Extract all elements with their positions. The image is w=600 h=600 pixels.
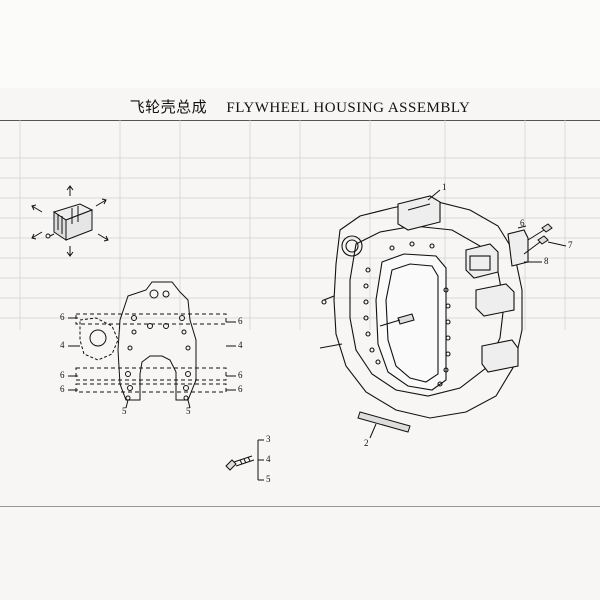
flywheel-housing xyxy=(319,195,529,419)
title-english: FLYWHEEL HOUSING ASSEMBLY xyxy=(226,100,471,116)
callout-bolt-4: 4 xyxy=(266,454,271,464)
page-title: 飞轮壳总成 FLYWHEEL HOUSING ASSEMBLY xyxy=(0,96,600,117)
small-bolts xyxy=(427,189,567,263)
callout-8: 8 xyxy=(544,256,549,266)
callout-right-4: 4 xyxy=(238,340,243,350)
callout-1: 1 xyxy=(442,182,447,192)
callout-right-5: 5 xyxy=(186,406,191,416)
callout-bolt-3: 3 xyxy=(266,434,271,444)
callout-left-6a: 6 xyxy=(60,312,65,322)
callout-left-6c: 6 xyxy=(60,384,65,394)
callout-7: 7 xyxy=(568,240,573,250)
bolt-detail xyxy=(225,439,264,481)
callout-left-6b: 6 xyxy=(60,370,65,380)
callout-2: 2 xyxy=(364,438,369,448)
callout-bolt-5: 5 xyxy=(266,474,271,484)
blank-margin xyxy=(0,0,600,88)
callout-right-6a: 6 xyxy=(238,316,243,326)
callout-right-6b: 6 xyxy=(238,370,243,380)
callout-left-4: 4 xyxy=(60,340,65,350)
title-chinese: 飞轮壳总成 xyxy=(129,98,208,116)
callout-left-5: 5 xyxy=(122,406,127,416)
callout-right-6c: 6 xyxy=(238,384,243,394)
gasket-strip xyxy=(357,411,411,439)
bottom-rule xyxy=(0,506,600,507)
sensor-box-icon xyxy=(31,185,109,257)
plate-diagram xyxy=(68,281,236,409)
callout-6: 6 xyxy=(520,218,525,228)
